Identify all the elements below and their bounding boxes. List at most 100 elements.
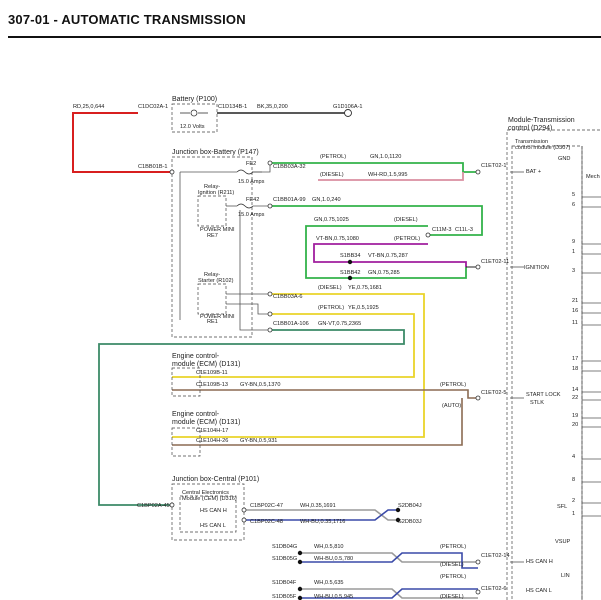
- tcm-pin-number: 8: [572, 477, 575, 483]
- splice-s2db03j: S2DB03J: [398, 519, 422, 525]
- ecm2-t2: module (ECM) (D131): [172, 419, 240, 426]
- tag-petrol-3: (PETROL): [318, 305, 344, 311]
- conn-g1d106a1: G1D106A-1: [333, 104, 363, 110]
- relay-st-t2: Starter (R102): [198, 278, 234, 284]
- cem-t2: Module (CEM) (D316): [182, 496, 237, 502]
- conn-c1bp02c48: C1BP02C-48: [250, 519, 283, 525]
- tcm-pin-number: 20: [572, 422, 578, 428]
- tag-petrol-6: (PETROL): [440, 574, 466, 580]
- splice-s1bb34: S1BB34: [340, 253, 361, 259]
- wire-ye-1925: [172, 313, 415, 378]
- tcm-pin-number: 14: [572, 387, 578, 393]
- wire-label-gnvt: GN-VT,0.75,2365: [318, 321, 361, 327]
- pin-start-lock: START LOCK: [526, 392, 561, 398]
- tag-diesel-3: (DIESEL): [318, 285, 342, 291]
- pin-lin: LIN: [561, 573, 570, 579]
- cem-t1: Central Electronics: [182, 490, 229, 496]
- conn-c1et0211: C1ET02-11: [481, 259, 509, 265]
- relay-starter-box: [197, 283, 227, 315]
- conn-c1e104h26: C1E104H-26: [196, 438, 228, 444]
- tcm-pin-number: 18: [572, 366, 578, 372]
- conn-c1bb01a99: C1BB01A-99: [273, 197, 306, 203]
- tcm-pin-number: 1: [572, 249, 575, 255]
- fuse-fe2-name: FE2: [246, 161, 256, 167]
- conn-c1bp02c47: C1BP02C-47: [250, 503, 283, 509]
- conn-c1e109b11: C1E109B-11: [196, 370, 228, 376]
- conn-c1dc02a1: C1DC02A-1: [138, 104, 168, 110]
- battery-voltage: 12.0 Volts: [180, 124, 205, 130]
- splice-s1db05g: S1DB05G: [272, 556, 297, 562]
- relay-st-code: RE1: [207, 319, 218, 325]
- wire-can-whbu-1716: [244, 509, 398, 521]
- conn-c1bb01a106: C1BB01A-106: [273, 321, 309, 327]
- wire-ye-1681: [172, 293, 425, 438]
- wire-label-ye1925: YE,0.5,1925: [348, 305, 379, 311]
- wire-label-gn240: GN,1.0,240: [312, 197, 341, 203]
- tag-diesel-6: (DIESEL): [440, 594, 464, 600]
- conn-c1bp02a45: C1BP02A-45: [137, 503, 170, 509]
- conn-c1e109b13: C1E109B-13: [196, 382, 228, 388]
- fuse-fe42-symbol: [236, 203, 254, 209]
- conn-c1bb03a6: C1BB03A-6: [273, 294, 303, 300]
- tag-diesel-1: (DIESEL): [320, 172, 344, 178]
- conn-c1e104h17: C1E104H-17: [196, 428, 228, 434]
- battery-symbol: [180, 109, 208, 117]
- wire-label-wh810: WH,0.5,810: [314, 544, 344, 550]
- conn-c1bb01b1: C1BB01B-1: [138, 164, 168, 170]
- tag-petrol-4: (PETROL): [440, 382, 466, 388]
- conn-c1et0214: C1ET02-14: [481, 553, 510, 559]
- wire-label-bk: BK,35,0,200: [257, 104, 288, 110]
- pin-stlk: STLK: [530, 400, 544, 406]
- wire-label-vtbn1080: VT-BN,0.75,1080: [316, 236, 359, 242]
- title-rule: [8, 36, 601, 38]
- splice-s1bb42: S1BB42: [340, 270, 361, 276]
- wire-label-gn1025: GN,0.75,1025: [314, 217, 349, 223]
- wire-gybn-1370: [172, 389, 478, 399]
- pin-tcm-can-l: HS CAN L: [526, 588, 552, 594]
- wire-red: [72, 112, 172, 173]
- wire-label-gn1120: GN,1.0,1120: [370, 154, 401, 160]
- tcm-pin-number: 22: [572, 395, 578, 401]
- tcm-t1: Module-Transmission: [508, 117, 575, 124]
- wire-gn-240: [270, 205, 483, 236]
- pin-tcm-can-h: HS CAN H: [526, 559, 553, 565]
- wire-whrd: [318, 172, 464, 181]
- tcm-box: [506, 129, 601, 600]
- tcm-pin-number: 1: [572, 511, 575, 517]
- wire-can-whbu-945: [300, 588, 478, 599]
- splice-s2db04j: S2DB04J: [398, 503, 422, 509]
- jb-out-fe2: [253, 163, 271, 173]
- pin-vsup: VSUP: [555, 539, 571, 545]
- wire-label-whbu780: WH-BU,0.5,780: [314, 556, 353, 562]
- fuse-fe42-rating: 15.0 Amps: [238, 212, 265, 218]
- jb-central-title: Junction box-Central (P101): [172, 476, 259, 483]
- fuse-fe2-rating: 15.0 Amps: [238, 179, 265, 185]
- conn-c1et021: C1ET02-1: [481, 163, 507, 169]
- tcm-pin-number: 4: [572, 454, 575, 460]
- tag-diesel-5: (DIESEL): [440, 562, 464, 568]
- wire-label-vtbn-s: VT-BN,0.75,287: [368, 253, 408, 259]
- relay-st-sub: POWER MINI: [200, 314, 235, 320]
- relay-starter-out2: [226, 303, 270, 315]
- tag-diesel-2: (DIESEL): [394, 217, 418, 223]
- page-title: 307-01 - AUTOMATIC TRANSMISSION: [8, 12, 246, 27]
- tcm-pin-number: 2: [572, 498, 575, 504]
- pin-bat: BAT +: [526, 169, 541, 175]
- tag-petrol-5: (PETROL): [440, 544, 466, 550]
- splice-s1db04f: S1DB04F: [272, 580, 297, 586]
- wire-label-whbu945: WH-BU,0.5,945: [314, 594, 353, 600]
- wire-label-gybn1370: GY-BN,0.5,1370: [240, 382, 281, 388]
- jb-battery-box: [171, 156, 253, 338]
- wire-label-ye1681: YE,0.75,1681: [348, 285, 382, 291]
- pin-hs-can-h: HS CAN H: [200, 508, 227, 514]
- wire-label-whrd: WH-RD,1.5,995: [368, 172, 407, 178]
- relay-ign-code: RE7: [207, 233, 218, 239]
- conn-c1bb03a32: C1BB03A-32: [273, 164, 306, 170]
- relay-ign-sub: POWER MINI: [200, 227, 235, 233]
- ground-symbol: [344, 109, 352, 117]
- pin-hs-can-l: HS CAN L: [200, 523, 226, 529]
- wire-gybn-931: [172, 398, 463, 446]
- pin-mech: Mech: [586, 174, 600, 180]
- tcm-inner-t2: control module (D307): [515, 145, 570, 151]
